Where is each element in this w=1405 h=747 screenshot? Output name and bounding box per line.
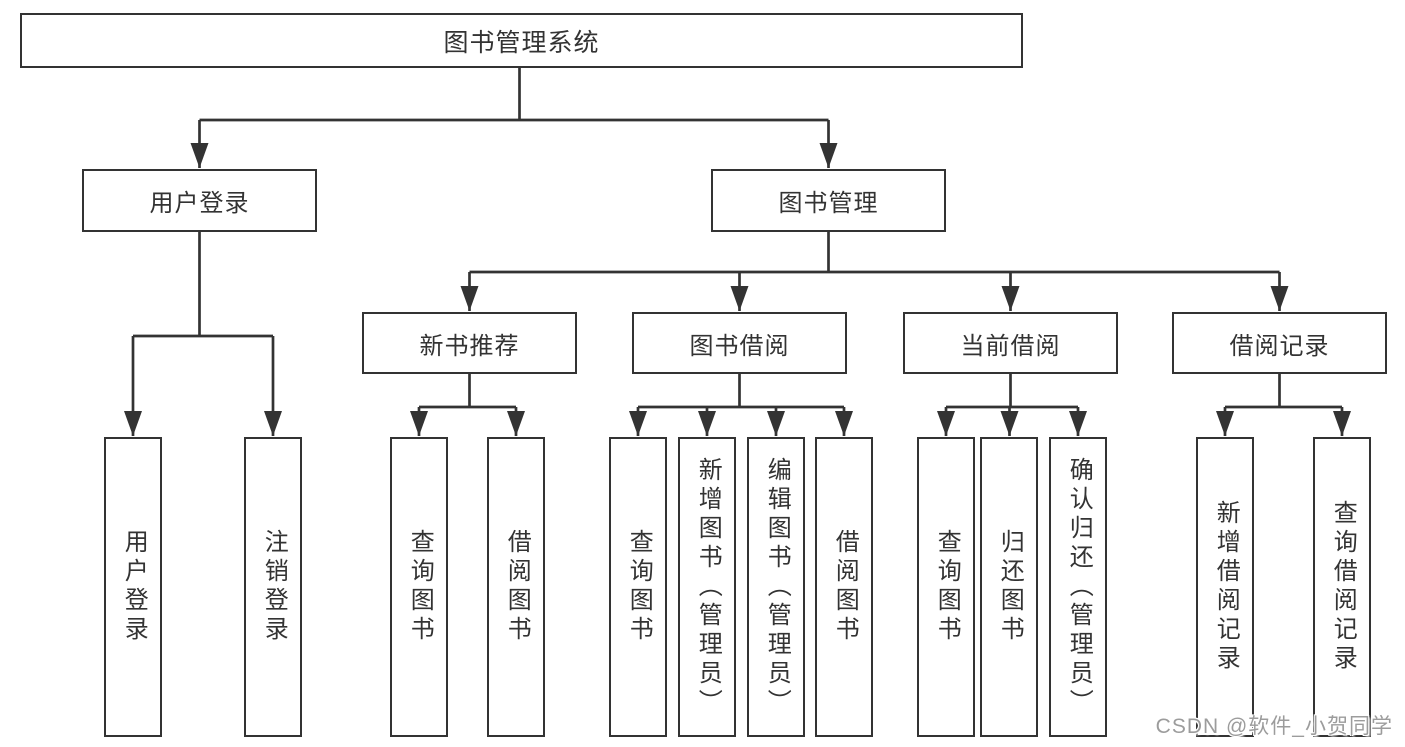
node-library-system: 图书管理系统 bbox=[20, 13, 1023, 68]
node-borrowing-records-label: 借阅记录 bbox=[1229, 332, 1330, 360]
node-current-borrowing: 当前借阅 bbox=[903, 312, 1118, 374]
node-book-management-label: 图书管理 bbox=[778, 190, 879, 217]
csdn-watermark: CSDN @软件_小贺同学 bbox=[1155, 715, 1393, 738]
node-book-management: 图书管理 bbox=[711, 169, 946, 232]
leaf-confirm-return-admin-label: 确认归还（管理员） bbox=[1065, 456, 1093, 718]
leaf-query-books-1-label: 查询图书 bbox=[406, 529, 434, 645]
leaf-query-books-2: 查询图书 bbox=[609, 437, 667, 737]
leaf-add-book-admin: 新增图书（管理员） bbox=[678, 437, 736, 737]
leaf-query-books-3: 查询图书 bbox=[917, 437, 975, 737]
leaf-add-borrow-record-label: 新增借阅记录 bbox=[1212, 500, 1240, 674]
leaf-query-borrow-record-label: 查询借阅记录 bbox=[1329, 500, 1357, 674]
node-current-borrowing-label: 当前借阅 bbox=[960, 332, 1061, 360]
node-user-login-label: 用户登录 bbox=[149, 190, 250, 217]
leaf-logout-label: 注销登录 bbox=[260, 529, 288, 645]
leaf-borrow-books-1: 借阅图书 bbox=[487, 437, 545, 737]
node-book-borrowing: 图书借阅 bbox=[632, 312, 847, 374]
leaf-confirm-return-admin: 确认归还（管理员） bbox=[1049, 437, 1107, 737]
leaf-edit-book-admin: 编辑图书（管理员） bbox=[747, 437, 805, 737]
leaf-logout: 注销登录 bbox=[244, 437, 302, 737]
node-user-login: 用户登录 bbox=[82, 169, 317, 232]
leaf-edit-book-admin-label: 编辑图书（管理员） bbox=[763, 456, 791, 718]
leaf-add-book-admin-label: 新增图书（管理员） bbox=[694, 456, 722, 718]
leaf-query-books-2-label: 查询图书 bbox=[625, 529, 653, 645]
leaf-return-books-label: 归还图书 bbox=[996, 529, 1024, 645]
leaf-borrow-books-2: 借阅图书 bbox=[815, 437, 873, 737]
node-book-borrowing-label: 图书借阅 bbox=[689, 332, 790, 360]
leaf-borrow-books-2-label: 借阅图书 bbox=[831, 529, 859, 645]
leaf-user-login: 用户登录 bbox=[104, 437, 162, 737]
node-new-book-recommend-label: 新书推荐 bbox=[419, 332, 520, 360]
leaf-query-books-3-label: 查询图书 bbox=[933, 529, 961, 645]
leaf-query-borrow-record: 查询借阅记录 bbox=[1313, 437, 1371, 737]
leaf-user-login-label: 用户登录 bbox=[120, 529, 148, 645]
leaf-return-books: 归还图书 bbox=[980, 437, 1038, 737]
node-borrowing-records: 借阅记录 bbox=[1172, 312, 1387, 374]
node-library-system-label: 图书管理系统 bbox=[443, 28, 600, 57]
leaf-borrow-books-1-label: 借阅图书 bbox=[503, 529, 531, 645]
node-new-book-recommend: 新书推荐 bbox=[362, 312, 577, 374]
leaf-add-borrow-record: 新增借阅记录 bbox=[1196, 437, 1254, 737]
leaf-query-books-1: 查询图书 bbox=[390, 437, 448, 737]
